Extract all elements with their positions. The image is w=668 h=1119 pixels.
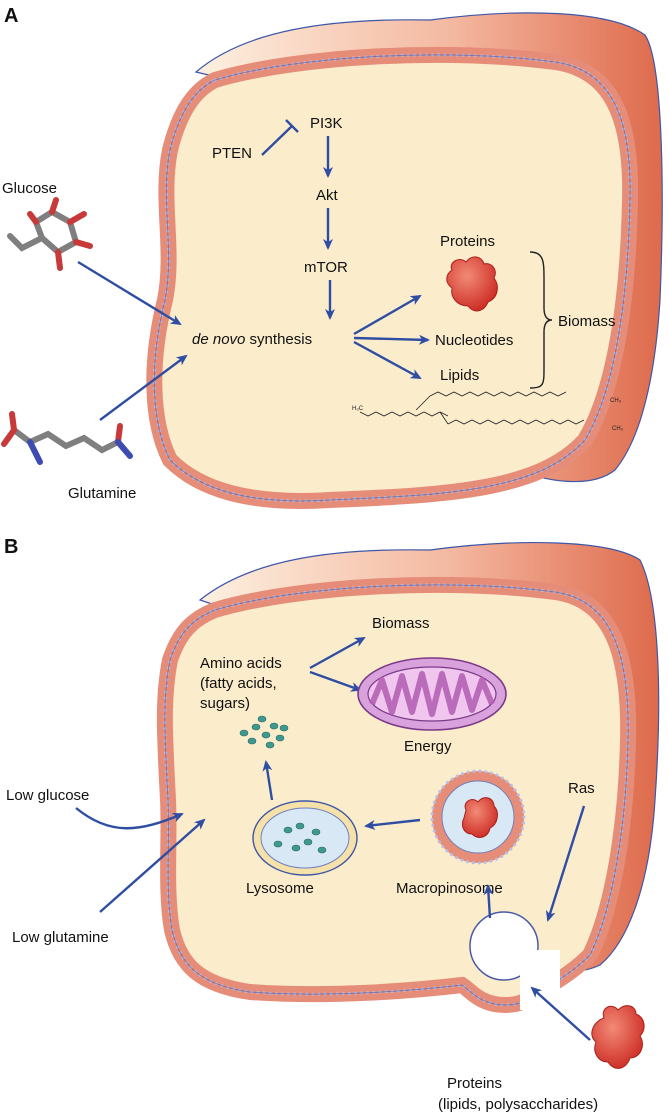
lipid-ch3-label: H₃C (352, 406, 364, 412)
amino-acids-line3: sugars) (200, 695, 250, 712)
protein-a-icon (446, 256, 498, 312)
pi3k-label: PI3K (310, 115, 343, 132)
lysosome-label: Lysosome (246, 880, 314, 897)
proteins-b-line2: (lipids, polysaccharides) (438, 1096, 598, 1113)
protein-uptake-arrow (530, 986, 591, 1041)
pten-inhibition-bar (285, 119, 299, 133)
cup-macropinosome-arrow (483, 884, 494, 919)
protein-b-icon (591, 1005, 645, 1069)
proteins-label: Proteins (440, 233, 495, 250)
low-glucose-arrow (75, 807, 184, 830)
panel-a: A PI3K PTEN Akt mTOR de novo synthesis P… (1, 5, 663, 509)
biomass-brace (529, 251, 553, 389)
panel-b-letter: B (4, 536, 18, 558)
mtor-label: mTOR (304, 259, 348, 276)
biomass-b-label: Biomass (372, 615, 430, 632)
panel-a-letter: A (4, 5, 18, 27)
glucose-molecule-icon (7, 197, 93, 271)
lipid-ch3-end-label: CH₃ (610, 398, 622, 404)
synthesis-lipids-arrow (353, 340, 422, 380)
energy-label: Energy (404, 738, 452, 755)
glucose-label: Glucose (2, 180, 57, 197)
amino-acids-line1: Amino acids (200, 655, 282, 672)
cell-b-body (156, 576, 637, 1014)
lipid-ch3-end2-label: CH₃ (612, 426, 624, 432)
lipid-structure-icon (359, 391, 585, 425)
amino-acids-line2: (fatty acids, (200, 675, 277, 692)
glutamine-molecule-icon (1, 411, 133, 465)
low-glutamine-label: Low glutamine (12, 929, 109, 946)
glutamine-label: Glutamine (68, 485, 136, 502)
amino-acid-dots (239, 715, 289, 749)
glutamine-arrow (99, 354, 188, 421)
proteins-b-line1: Proteins (447, 1075, 502, 1092)
low-glucose-label: Low glucose (6, 787, 89, 804)
amino-energy-arrow (309, 670, 362, 692)
nucleotides-label: Nucleotides (435, 332, 513, 349)
amino-biomass-arrow (309, 636, 366, 670)
macropinosome-icon (430, 769, 526, 865)
synthesis-nucleotides-arrow (353, 334, 430, 345)
macropinosome-label: Macropinosome (396, 880, 503, 897)
akt-label: Akt (316, 187, 339, 204)
ras-arrow (545, 805, 586, 922)
lipids-label: Lipids (440, 367, 479, 384)
ras-label: Ras (568, 780, 595, 797)
mitochondrion-icon (357, 657, 507, 731)
glucose-arrow (77, 260, 182, 326)
low-glutamine-arrow (99, 818, 206, 913)
pten-label: PTEN (212, 145, 252, 162)
cell-a-body (146, 46, 639, 509)
lysosome-amino-arrow (262, 760, 274, 801)
pten-inhibition-line (261, 125, 293, 156)
macropinosome-lysosome-arrow (364, 818, 421, 830)
de-novo-synthesis-label: de novo synthesis (192, 331, 312, 348)
panel-b: B Biomass Amino acids (fatty acids, suga… (4, 536, 660, 1113)
biomass-a-label: Biomass (558, 313, 616, 330)
lysosome-icon (252, 800, 358, 876)
synthesis-proteins-arrow (353, 294, 422, 336)
